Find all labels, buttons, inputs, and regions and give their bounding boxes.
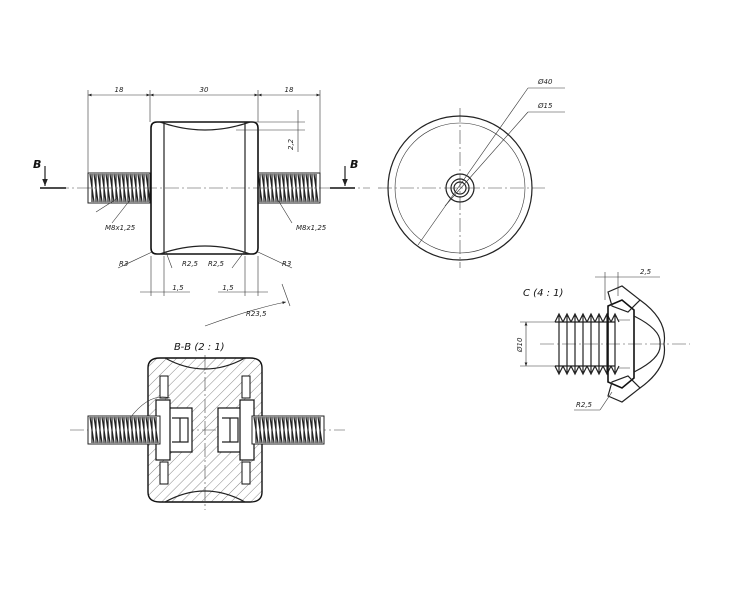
body-bottom-concave	[159, 245, 251, 255]
section-view: B-B (2 : 1)	[70, 342, 345, 510]
detail-dim-dia: Ø10	[516, 337, 524, 353]
section-marker-right: B	[330, 158, 358, 189]
damper-body	[150, 121, 259, 255]
thread-label-right: M8x1,25	[296, 224, 327, 232]
front-view: 18 30 18 2,2 B B M8x1,25 M8x1,25 R3 R2,5	[33, 86, 370, 327]
radius-r25-right: R2,5	[208, 260, 225, 268]
dim-dia40: Ø40	[537, 78, 553, 86]
detail-flange	[607, 299, 635, 389]
thread-label-left: M8x1,25	[105, 224, 136, 232]
section-marker-left: B	[33, 158, 66, 189]
svg-text:B: B	[350, 158, 358, 171]
dim-dia15: Ø15	[537, 102, 553, 110]
radius-r235: R23,5	[246, 310, 267, 318]
body-top-concave	[159, 121, 251, 131]
svg-text:B: B	[33, 158, 41, 171]
radius-r25-left: R2,5	[182, 260, 199, 268]
outer-circle	[387, 115, 533, 261]
section-body	[147, 357, 263, 503]
dim-mid-length: 30	[200, 86, 209, 94]
left-thread	[87, 172, 151, 204]
section-stud-right	[251, 415, 325, 445]
detail-view: C (4 : 1) 2,5 Ø10 R2,5	[516, 268, 690, 411]
dim-depth: 2,2	[287, 138, 295, 150]
radius-r3-right: R3	[282, 260, 291, 268]
hub-mid	[450, 178, 470, 198]
inner-circle	[394, 122, 526, 254]
detail-dim-width: 2,5	[640, 268, 652, 276]
detail-radius: R2,5	[576, 401, 593, 409]
detail-circle-c	[129, 396, 171, 419]
section-stud-left	[87, 415, 161, 445]
dim-right-length: 18	[285, 86, 294, 94]
radius-r3-left: R3	[119, 260, 128, 268]
side-view: Ø40 Ø15	[378, 78, 565, 268]
detail-thread	[554, 312, 620, 376]
hub-bore	[453, 181, 467, 195]
section-title: B-B (2 : 1)	[174, 342, 225, 353]
dim-width-right: 1,5	[222, 284, 234, 292]
dim-left-length: 18	[115, 86, 124, 94]
dim-width-left: 1,5	[172, 284, 184, 292]
detail-title: C (4 : 1)	[523, 288, 563, 299]
hub-outer	[445, 173, 475, 203]
